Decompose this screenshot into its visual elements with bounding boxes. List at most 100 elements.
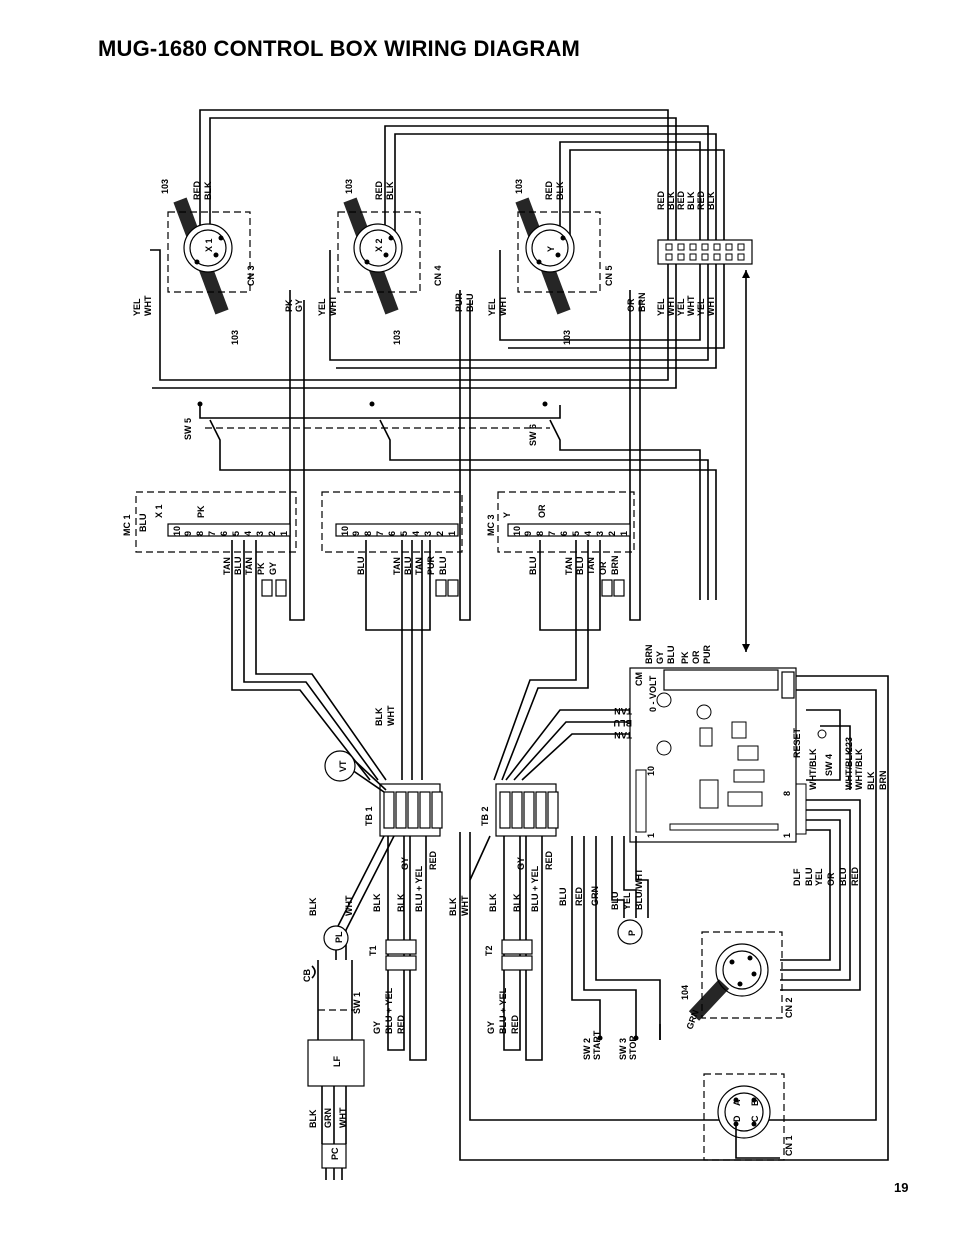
board-pin-1-left: 1: [646, 833, 656, 838]
right-wire-brn: BRN: [878, 771, 888, 791]
mc3-t3: 3: [595, 531, 605, 536]
start-label: START: [592, 1030, 602, 1060]
t2-left-bluyel: BLU + YEL: [530, 865, 540, 912]
mc2-t6: 6: [387, 531, 397, 536]
cn4-wire-red: RED: [374, 180, 384, 200]
cn3-wire-yel: YEL: [132, 298, 142, 316]
cn4-code-bottom: 103: [392, 330, 402, 345]
board-pin-1-right: 1: [782, 833, 792, 838]
right-wire-whtblk-2: WHT/BLK: [844, 748, 854, 790]
cn5-wire-blk: BLK: [555, 181, 565, 200]
cn1-pin-a: A: [732, 1099, 742, 1106]
board-header-gy: GY: [655, 651, 665, 664]
pl-wire-blk: BLK: [308, 897, 318, 916]
voltmeter: VT: [324, 750, 387, 793]
long-wire-blk: BLK: [448, 897, 458, 916]
transformer-t2: T2 BLK BLK BLU + YEL GY BLU + YEL RED: [484, 836, 543, 1061]
t1-label: T1: [368, 945, 378, 956]
cn5-wire-wht: WHT: [498, 295, 508, 316]
mc2-t4: 4: [411, 531, 421, 536]
mc2-wire-blu-2: BLU: [403, 557, 413, 576]
p-wire-yel: YEL: [622, 892, 632, 910]
switch-row: SW 5 SW 6: [183, 401, 717, 600]
t1-left-blk-2: BLK: [396, 893, 406, 912]
mc1-wire-tan: TAN: [222, 557, 232, 575]
mc1-t5: 5: [231, 531, 241, 536]
mc1-wire-pk: PK: [256, 562, 266, 575]
mc3-t5: 5: [571, 531, 581, 536]
connector-cn5: CN 5 Y 103 103 RED BLK YEL WHT OR BRN: [487, 179, 647, 345]
strip-bottom-wire-2: WHT: [666, 295, 676, 316]
long-wire-wht: WHT: [460, 895, 470, 916]
mc3-relay: Y: [502, 512, 512, 518]
lf-wire-wht: WHT: [338, 1107, 348, 1128]
mc3-wire-blu: BLU: [528, 557, 538, 576]
board-left-blu: BLU: [614, 718, 633, 728]
sw6-label: SW 6: [528, 424, 538, 446]
mc1-wire-gy: GY: [268, 562, 278, 575]
t2-below-gy: GY: [486, 1021, 496, 1034]
mc1-side-blu: BLU: [138, 514, 148, 533]
mc1-terminals: 10 9 8 7 6 5 4 3 2 1: [172, 526, 289, 536]
mc1-t3: 3: [255, 531, 265, 536]
tb1-wire-red: RED: [428, 850, 438, 870]
mc1-label: MC 1: [122, 514, 132, 536]
mid-wire-red: RED: [574, 886, 584, 906]
tb1-label: TB 1: [364, 806, 374, 826]
mc2-wire-pur: PUR: [426, 555, 436, 575]
cn1-pin-c: C: [750, 1115, 760, 1122]
mc2-t7: 7: [375, 531, 385, 536]
mc2-t1: 1: [447, 531, 457, 536]
mc3-t2: 2: [607, 531, 617, 536]
mc2-t2: 2: [435, 531, 445, 536]
mc1-t2: 2: [267, 531, 277, 536]
mc1-relay: X 1: [154, 504, 164, 518]
cn1-pin-d: D: [732, 1115, 742, 1122]
top-terminal-strip: RED BLK RED BLK RED BLK YEL WHT YEL WHT …: [656, 190, 753, 652]
mc3-side-or: OR: [537, 504, 547, 518]
cn4-code-top: 103: [344, 179, 354, 194]
mc1-t8: 8: [195, 531, 205, 536]
start-stop-switches: SW 2 START SW 3 STOP: [582, 1020, 661, 1060]
mc2-wire-tan: TAN: [392, 557, 402, 575]
connector-cn2: CN 2 104 GRN: [680, 931, 794, 1031]
cn3-wire-blk: BLK: [203, 181, 213, 200]
strip-bottom-wire-6: WHT: [706, 295, 716, 316]
board-cm: CM: [634, 672, 644, 686]
mid-wire-blu: BLU: [558, 888, 568, 907]
strip-bottom-wire-5: YEL: [696, 298, 706, 316]
strip-top-wire-2: BLK: [666, 191, 676, 210]
pl-label: PL: [334, 931, 344, 943]
mid-wire-grn: GRN: [590, 886, 600, 906]
board-left-tan-2: TAN: [614, 730, 632, 740]
mc2-wire-tan-2: TAN: [414, 557, 424, 575]
mc2-t9: 9: [351, 531, 361, 536]
mc3-t10: 10: [512, 526, 522, 536]
pressure-switch: P BLU YEL BLU/WHT: [610, 836, 649, 945]
right-wire-whtblk-3: WHT/BLK: [854, 748, 864, 790]
mc3-label: MC 3: [486, 514, 496, 536]
cn2-code: 104: [680, 985, 690, 1000]
mc3-t9: 9: [523, 531, 533, 536]
mc2-wire-blu-3: BLU: [438, 557, 448, 576]
p-wire-bluwht: BLU/WHT: [634, 868, 644, 910]
cn3-code-top: 103: [160, 179, 170, 194]
mc1-t6: 6: [219, 531, 229, 536]
sw1-label: SW 1: [352, 992, 362, 1014]
cn4-wire-yel: YEL: [317, 298, 327, 316]
t1-below-red: RED: [396, 1014, 406, 1034]
mc3-wire-blu-2: BLU: [575, 557, 585, 576]
connector-cn3: CN 3 X 1 103 103 RED BLK YEL WHT PK GY: [132, 179, 304, 345]
mc-to-tb-wires: BLK WHT: [231, 540, 625, 781]
connector-cn1: CN 1 A B C D: [703, 1073, 794, 1161]
dlf-wire-blu-2: BLU: [838, 868, 848, 887]
t2-label: T2: [484, 945, 494, 956]
connector-cn4: CN 4 X 2 103 103 RED BLK YEL WHT PUR BLU: [317, 179, 475, 345]
motor-controller-mc1: 10 9 8 7 6 5 4 3 2 1 MC 1 X 1 BLU PK TAN…: [122, 491, 297, 575]
cn1-pin-b: B: [750, 1099, 760, 1106]
mc3-wire-tan: TAN: [564, 557, 574, 575]
lf-wire-grn: GRN: [323, 1108, 333, 1128]
mc1-t10: 10: [172, 526, 182, 536]
cn5-label: CN 5: [604, 265, 614, 286]
